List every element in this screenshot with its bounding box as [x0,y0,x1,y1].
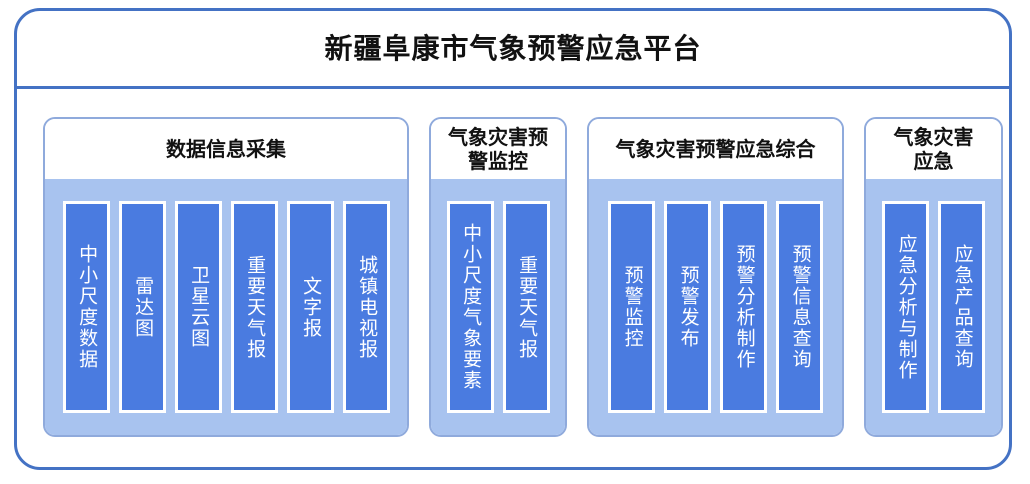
module-label: 雷达图 [132,275,154,339]
section-title-disaster-warning-monitoring: 气象灾害预 警监控 [431,119,565,179]
module-chip[interactable]: 应急产品查询 [938,201,985,413]
platform-frame: 新疆阜康市气象预警应急平台 数据信息采集 中小尺度数据 雷达图 卫星云图 重要天… [14,8,1012,470]
section-title-line: 警监控 [468,151,528,173]
section-title-line: 气象灾害 [893,126,974,149]
module-label: 中小尺度气象要素 [460,223,482,391]
section-card-warning-response-integrated[interactable]: 气象灾害预警应急综合 预警监控 预警发布 预警分析制作 预警信息查询 [587,117,844,437]
module-chip[interactable]: 预警发布 [664,201,711,413]
module-label: 中小尺度数据 [76,244,98,370]
section-items-disaster-warning-monitoring: 中小尺度气象要素 重要天气报 [431,179,565,435]
module-chip[interactable]: 应急分析与制作 [882,201,929,413]
module-label: 应急产品查询 [951,244,973,370]
module-label: 重要天气报 [244,254,266,360]
module-label: 卫星云图 [188,265,210,349]
module-chip[interactable]: 城镇电视报 [342,201,390,413]
section-title-disaster-emergency-response: 气象灾害 应急 [866,119,1001,179]
section-items-disaster-emergency-response: 应急分析与制作 应急产品查询 [866,179,1001,435]
module-chip[interactable]: 中小尺度数据 [62,201,110,413]
module-label: 应急分析与制作 [895,233,917,381]
section-card-disaster-emergency-response[interactable]: 气象灾害 应急 应急分析与制作 应急产品查询 [864,117,1003,437]
module-label: 重要天气报 [516,254,538,360]
module-chip[interactable]: 卫星云图 [174,201,222,413]
module-chip[interactable]: 雷达图 [118,201,166,413]
section-items-data-collection: 中小尺度数据 雷达图 卫星云图 重要天气报 文字报 城镇电视报 [45,179,407,435]
module-label: 预警信息查询 [789,244,811,370]
module-label: 预警分析制作 [733,244,755,370]
module-chip[interactable]: 预警监控 [608,201,655,413]
module-label: 文字报 [300,275,322,339]
section-title-line: 应急 [913,151,954,173]
module-label: 预警监控 [621,265,643,349]
section-title-line: 气象灾害预 [448,126,548,149]
module-chip[interactable]: 中小尺度气象要素 [446,201,494,413]
sections-row: 数据信息采集 中小尺度数据 雷达图 卫星云图 重要天气报 文字报 城 [17,89,1009,467]
module-label: 城镇电视报 [356,254,378,360]
section-title-warning-response-integrated: 气象灾害预警应急综合 [589,119,842,179]
module-label: 预警发布 [677,265,699,349]
section-card-disaster-warning-monitoring[interactable]: 气象灾害预 警监控 中小尺度气象要素 重要天气报 [429,117,567,437]
section-card-data-collection[interactable]: 数据信息采集 中小尺度数据 雷达图 卫星云图 重要天气报 文字报 城 [43,117,409,437]
section-items-warning-response-integrated: 预警监控 预警发布 预警分析制作 预警信息查询 [589,179,842,435]
module-chip[interactable]: 重要天气报 [230,201,278,413]
module-chip[interactable]: 预警分析制作 [720,201,767,413]
module-chip[interactable]: 文字报 [286,201,334,413]
module-chip[interactable]: 预警信息查询 [776,201,823,413]
page-title: 新疆阜康市气象预警应急平台 [324,32,702,64]
platform-title-bar: 新疆阜康市气象预警应急平台 [17,11,1009,89]
section-title-data-collection: 数据信息采集 [45,119,407,179]
module-chip[interactable]: 重要天气报 [502,201,550,413]
